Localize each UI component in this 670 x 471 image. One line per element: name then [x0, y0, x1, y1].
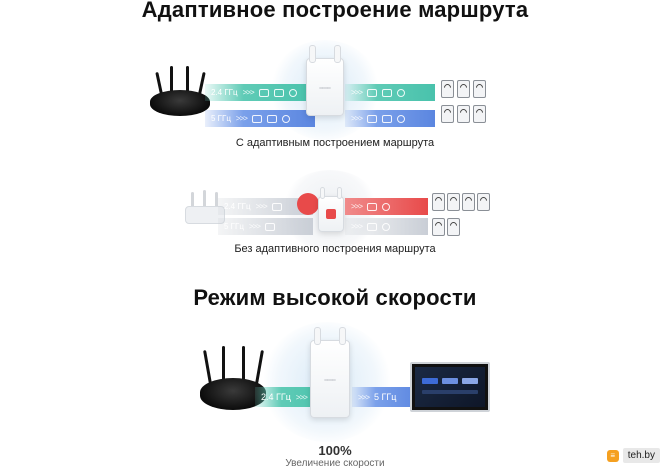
- speed-label: Увеличение скорости: [285, 458, 385, 469]
- arrows-icon: >>>: [248, 222, 261, 231]
- arrows-icon: >>>: [351, 114, 363, 123]
- band-label: 5 ГГц: [374, 392, 397, 402]
- client-device-icon: [441, 80, 454, 98]
- play-icon: [288, 88, 297, 97]
- play-icon: [397, 88, 406, 97]
- speed-percent: 100%: [318, 443, 352, 458]
- caption-without-adaptive: Без адаптивного построения маршрута: [234, 243, 436, 255]
- client-device-icon: [441, 105, 454, 123]
- cloud-icon: [382, 222, 391, 231]
- band-2-4ghz-congested-right: >>>: [345, 198, 428, 215]
- watermark: ≡ teh.by: [606, 448, 660, 463]
- mail-icon: [367, 202, 378, 211]
- client-device-icon: [447, 193, 460, 211]
- cloud-icon: [397, 114, 406, 123]
- band-5ghz-slow-left: 5 ГГц >>>: [218, 218, 313, 235]
- band-2-4ghz-left: 2.4 ГГц >>>: [205, 84, 315, 101]
- watermark-text: teh.by: [622, 448, 660, 463]
- band-2-4ghz-slow-left: 2.4 ГГц >>>: [218, 198, 313, 215]
- band-5ghz-slow-right: >>>: [345, 218, 428, 235]
- range-extender-device-dimmed: [318, 187, 344, 232]
- range-extender-device: ▭▭▭: [310, 327, 350, 418]
- device-icon: [258, 88, 269, 97]
- client-device-icon: [432, 193, 445, 211]
- arrows-icon: >>>: [351, 222, 363, 231]
- client-device-icon: [457, 80, 470, 98]
- device-icon: [271, 202, 282, 211]
- band-5ghz-right: >>>: [345, 110, 435, 127]
- arrows-icon: >>>: [295, 392, 308, 402]
- client-device-icon: [473, 80, 486, 98]
- band-label: 2.4 ГГц: [261, 392, 291, 402]
- title-adaptive-routing: Адаптивное построение маршрута: [141, 0, 529, 22]
- caption-with-adaptive: С адаптивным построением маршрута: [235, 137, 435, 149]
- mail-icon: [273, 88, 284, 97]
- router-white-icon: [185, 190, 225, 227]
- title-high-speed-mode: Режим высокой скорости: [193, 285, 477, 310]
- arrows-icon: >>>: [358, 392, 370, 402]
- arrows-icon: >>>: [255, 202, 268, 211]
- band-label: 2.4 ГГц: [211, 88, 238, 97]
- device-icon: [367, 114, 378, 123]
- cloud-icon: [281, 114, 290, 123]
- congestion-icon: [297, 193, 319, 215]
- mail-icon: [382, 114, 393, 123]
- band-label: 2.4 ГГц: [224, 202, 251, 211]
- band-2-4ghz-right: >>>: [345, 84, 435, 101]
- device-icon: [382, 88, 393, 97]
- mail-icon: [367, 88, 378, 97]
- tv-display-icon: [410, 362, 490, 412]
- arrows-icon: >>>: [351, 202, 363, 211]
- device-icon: [367, 222, 378, 231]
- device-icon: [264, 222, 275, 231]
- client-device-icon: [477, 193, 490, 211]
- band-label: 5 ГГц: [211, 114, 231, 123]
- range-extender-device: ▭▭▭: [306, 45, 344, 116]
- mail-icon: [266, 114, 277, 123]
- arrows-icon: >>>: [235, 114, 248, 123]
- client-device-icon: [473, 105, 486, 123]
- arrows-icon: >>>: [242, 88, 255, 97]
- router-icon: [150, 66, 210, 117]
- client-device-icon: [457, 105, 470, 123]
- play-icon: [382, 202, 391, 211]
- band-5ghz-left: 5 ГГц >>>: [205, 110, 315, 127]
- client-device-icon: [432, 218, 445, 236]
- arrows-icon: >>>: [351, 88, 363, 97]
- client-device-icon: [447, 218, 460, 236]
- band-5ghz-fast: >>> 5 ГГц: [352, 387, 420, 407]
- band-label: 5 ГГц: [224, 222, 244, 231]
- logo-icon: ≡: [606, 449, 619, 462]
- client-device-icon: [462, 193, 475, 211]
- device-icon: [251, 114, 262, 123]
